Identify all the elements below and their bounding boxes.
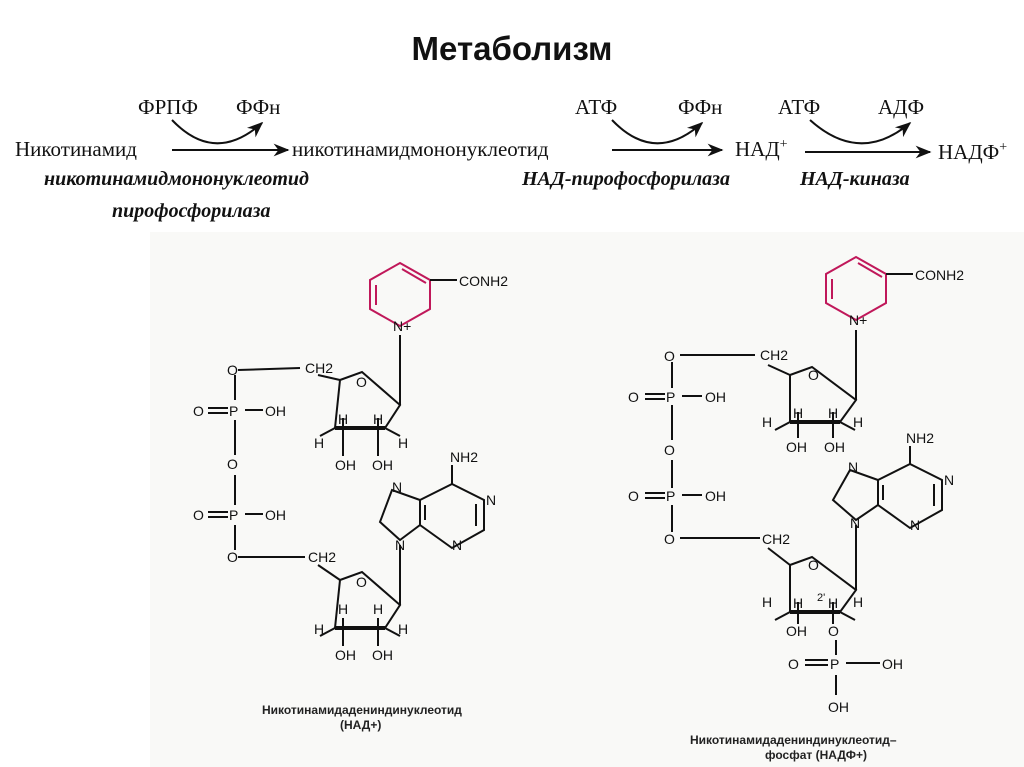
product-nad: НАД+ — [735, 137, 788, 161]
nadp-ring-o-top: O — [808, 367, 819, 383]
nadp-n-plus: N+ — [849, 312, 867, 328]
nadp-o-eq-1: O — [628, 389, 639, 405]
nadp-h-1: H — [793, 405, 803, 421]
nad-oh-p1: OH — [265, 403, 286, 419]
nicotinamide-ring-nad — [369, 261, 431, 328]
cofactor-arc-3 — [809, 119, 912, 145]
nad-n-plus: N+ — [393, 318, 411, 334]
nadp-h-4: H — [853, 414, 863, 430]
nad-ring-o-top: O — [356, 374, 367, 390]
nad-o-eq-1: O — [193, 403, 204, 419]
nadp-caption-line1: Никотинамидадениндинуклеотид– — [690, 733, 897, 747]
nadp-oh-r3: OH — [786, 623, 807, 639]
nadp-h-6: H — [828, 595, 838, 611]
nadp-h-5: H — [793, 595, 803, 611]
nadp-o-eq-2: O — [628, 488, 639, 504]
nad-h-1: H — [338, 411, 348, 427]
nadp-two-prime-label: 2' — [817, 592, 825, 604]
nadp-oh-p2: OH — [705, 488, 726, 504]
nadp-h-3: H — [762, 414, 772, 430]
nadp-structure: CONH2 N+ — [628, 255, 964, 715]
nad-n-1: N — [486, 492, 496, 508]
nadp-n-7: N — [848, 459, 858, 475]
nadp-ch2-top: CH2 — [760, 347, 788, 363]
nad-n-3: N — [452, 537, 462, 553]
nad-oh-r4: OH — [372, 647, 393, 663]
nad-h-6: H — [373, 601, 383, 617]
cofactor-ffn-1: ФФн — [236, 95, 281, 119]
nad-h-5: H — [338, 601, 348, 617]
enzyme1-line2: пирофосфорилаза — [112, 200, 271, 222]
nad-p-1: P — [229, 403, 238, 419]
nadp-o-eq-3: O — [788, 656, 799, 672]
nicotinamide-ring-nadp — [825, 255, 887, 322]
nad-n-9: N — [395, 537, 405, 553]
nad-ch2-bottom: CH2 — [308, 549, 336, 565]
cofactor-frpf: ФРПФ — [138, 95, 199, 119]
nadp-oh-p3: OH — [882, 656, 903, 672]
nadp-h-8: H — [853, 594, 863, 610]
cofactor-ffn-2: ФФн — [678, 95, 723, 119]
nadp-p-1: P — [666, 389, 675, 405]
nad-ch2-top: CH2 — [305, 360, 333, 376]
nadp-o-1: O — [664, 348, 675, 364]
nad-h-3: H — [314, 435, 324, 451]
nad-o-eq-2: O — [193, 507, 204, 523]
enzyme3-nad-kinase: НАД-киназа — [800, 168, 910, 190]
nad-h-8: H — [398, 621, 408, 637]
nad-n-7: N — [392, 479, 402, 495]
nad-caption-line2: (НАД+) — [340, 718, 382, 732]
nadp-ring-o-bottom: O — [808, 557, 819, 573]
nadp-oh-r1: OH — [786, 439, 807, 455]
nadp-conh2: CONH2 — [915, 267, 964, 283]
nad-conh2: CONH2 — [459, 273, 508, 289]
nadp-oh-r2: OH — [824, 439, 845, 455]
nadp-caption-line2: фосфат (НАДФ+) — [765, 748, 867, 762]
cofactor-arc-1 — [171, 119, 264, 145]
enzyme1-line1: никотинамидмононуклеотид — [44, 168, 309, 190]
nad-nh2: NH2 — [450, 449, 478, 465]
nadp-oh-p1: OH — [705, 389, 726, 405]
intermediate-nmn: никотинамидмононуклеотид — [292, 137, 549, 161]
nad-o-1: O — [227, 362, 238, 378]
nadp-o-bridge: O — [664, 442, 675, 458]
nadp-oh-p3-bottom: OH — [828, 699, 849, 715]
nad-ring-o-bottom: O — [356, 574, 367, 590]
nad-oh-r2: OH — [372, 457, 393, 473]
nadp-ch2-bottom: CH2 — [762, 531, 790, 547]
substrate-nicotinamide: Никотинамид — [15, 137, 137, 161]
nadp-o-2prime: O — [828, 623, 839, 639]
nadp-n-9: N — [850, 515, 860, 531]
nad-structure: CONH2 N+ — [193, 261, 508, 663]
nad-oh-p2: OH — [265, 507, 286, 523]
nadp-h-7: H — [762, 594, 772, 610]
nad-caption-line1: Никотинамидадениндинуклеотид — [262, 703, 462, 717]
nad-o-3: O — [227, 549, 238, 565]
page-title: Метаболизм — [411, 30, 613, 67]
product-nadp: НАДФ+ — [938, 140, 1008, 164]
cofactor-atf-1: АТФ — [575, 95, 618, 119]
nadp-h-2: H — [828, 405, 838, 421]
nad-oh-r1: OH — [335, 457, 356, 473]
nad-o-bridge: O — [227, 456, 238, 472]
nad-h-2: H — [373, 411, 383, 427]
nad-p-2: P — [229, 507, 238, 523]
enzyme2-nad-pyrophosphorylase: НАД-пирофосфорилаза — [522, 168, 730, 190]
nad-h-7: H — [314, 621, 324, 637]
cofactor-atf-2: АТФ — [778, 95, 821, 119]
cofactor-arc-2 — [611, 119, 704, 145]
nadp-nh2: NH2 — [906, 430, 934, 446]
cofactor-adf: АДФ — [878, 95, 925, 119]
nadp-p-2: P — [666, 488, 675, 504]
nadp-n-3: N — [910, 517, 920, 533]
nadp-n-1: N — [944, 472, 954, 488]
nad-oh-r3: OH — [335, 647, 356, 663]
nadp-p-3: P — [830, 656, 839, 672]
nad-h-4: H — [398, 435, 408, 451]
nadp-o-3: O — [664, 531, 675, 547]
